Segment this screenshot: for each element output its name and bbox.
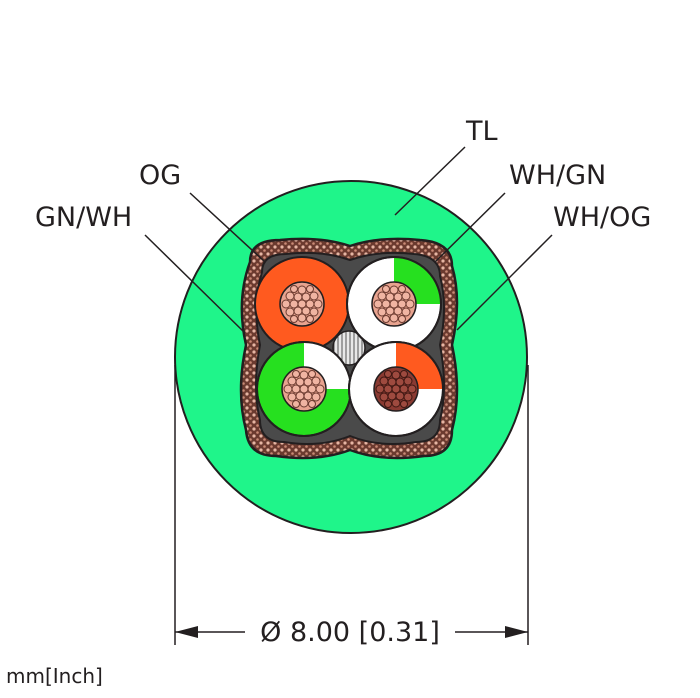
label-wh-og: WH/OG [553,202,651,233]
label-wh-gn: WH/GN [509,160,606,191]
conductor-strands [283,370,325,408]
core-og [254,256,350,352]
leader-wh-gn [434,192,506,263]
label-og: OG [139,160,181,191]
label-gn-wh: GN/WH [35,202,132,233]
core-gn-wh [256,341,352,437]
label-tl: TL [465,116,498,147]
units-label: mm[Inch] [6,664,103,688]
center-filler [332,330,366,366]
leader-wh-og [456,234,553,331]
leader-gn-wh [144,234,246,334]
leader-og [189,192,266,263]
conductor-strands [373,285,415,323]
arrowhead-right [505,626,528,638]
conductor-strands [375,370,417,408]
conductor-strands [281,285,323,323]
core-wh-og [348,341,444,437]
core-wh-gn [346,256,442,352]
arrowhead-left [175,626,198,638]
dimension-label: Ø 8.00 [0.31] [260,617,440,648]
leader-tl [394,146,466,216]
